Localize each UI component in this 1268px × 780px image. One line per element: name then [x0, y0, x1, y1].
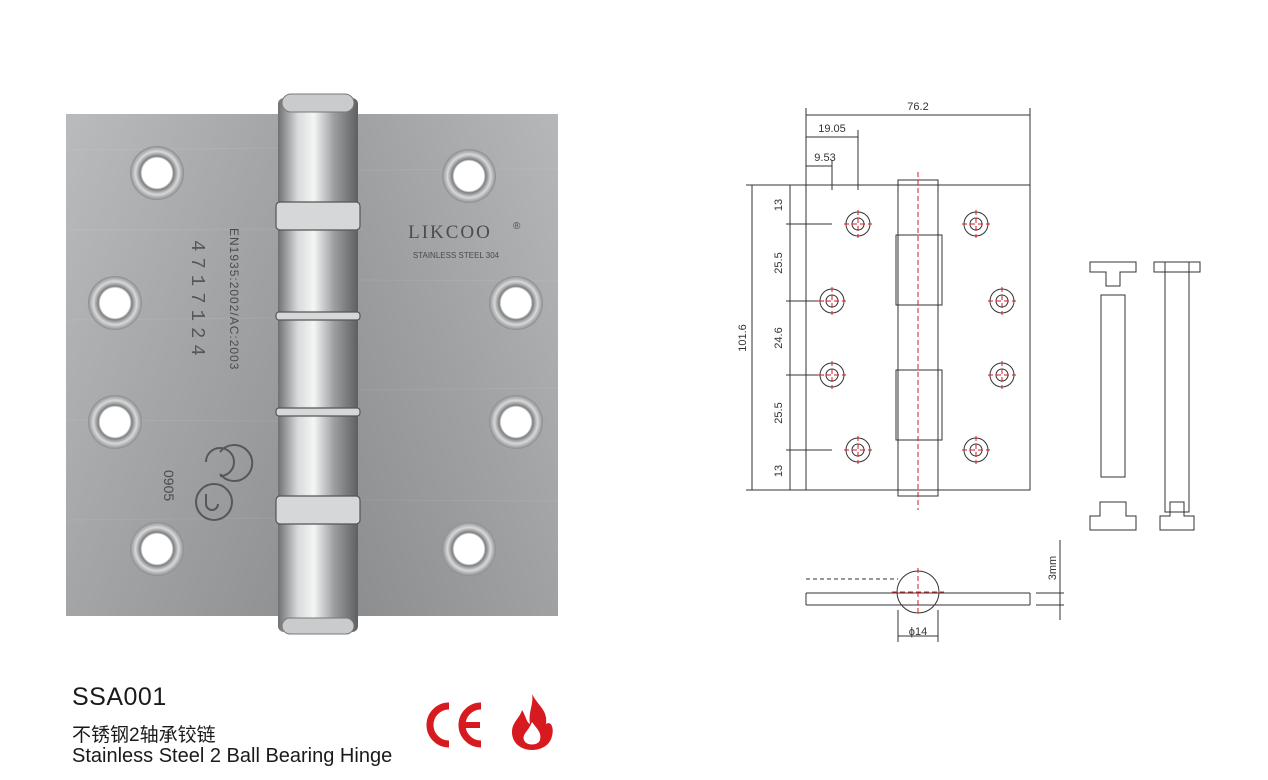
notified-body-engraving: 0905: [161, 470, 177, 501]
dim-leaf-offset: 19.05: [818, 123, 846, 135]
drawing-screw-holes: [819, 211, 1015, 463]
fire-rated-icon: [508, 692, 556, 757]
screw-hole: [130, 522, 184, 576]
screw-hole: [489, 395, 543, 449]
standard-engraving: EN1935:2002/AC:2003: [227, 228, 241, 370]
centerlines: [818, 172, 1016, 616]
dim-gap-2: 25.5: [773, 252, 785, 273]
dim-height: 101.6: [737, 324, 749, 352]
hinge-illustration: LIKCOO ® STAINLESS STEEL 304 EN1935:2002…: [65, 93, 559, 635]
screw-hole: [88, 395, 142, 449]
dim-gap-4: 25.5: [773, 402, 785, 423]
screw-hole: [88, 276, 142, 330]
hinge-photo: LIKCOO ® STAINLESS STEEL 304 EN1935:2002…: [60, 90, 570, 640]
dim-knuckle-diameter: ϕ14: [909, 626, 927, 638]
material-engraving: STAINLESS STEEL 304: [413, 251, 500, 260]
ce-mark-icon: [425, 700, 487, 755]
dimension-drawing: 76.2 19.05 9.53 101.6 13 25.5 24.6 25.5 …: [737, 101, 1201, 642]
hinge-pin-cap-bottom: [281, 617, 355, 635]
ce-ul-engraving-icon: [195, 444, 254, 521]
dim-thickness: 3mm: [1047, 556, 1059, 580]
dim-gap-1: 13: [773, 199, 785, 211]
screw-hole: [130, 146, 184, 200]
brand-engraving: LIKCOO: [408, 222, 492, 243]
hinge-pin-cap-top: [281, 93, 355, 113]
dim-width: 76.2: [907, 101, 928, 113]
dim-gap-5: 13: [773, 465, 785, 477]
product-model: SSA001: [72, 683, 167, 711]
grade-engraving: 4717124: [186, 240, 208, 362]
brand-registered-mark: ®: [513, 221, 521, 232]
hinge-knuckle: [278, 98, 358, 632]
product-name-en: Stainless Steel 2 Ball Bearing Hinge: [72, 745, 393, 767]
screw-hole: [442, 522, 496, 576]
dim-hole-offset: 9.53: [814, 152, 835, 164]
screw-hole: [489, 276, 543, 330]
product-name-cn: 不锈钢2轴承铰链: [72, 725, 216, 746]
technical-drawing: 76.2 19.05 9.53 101.6 13 25.5 24.6 25.5 …: [720, 80, 1260, 660]
screw-hole: [442, 149, 496, 203]
dim-gap-3: 24.6: [773, 327, 785, 348]
